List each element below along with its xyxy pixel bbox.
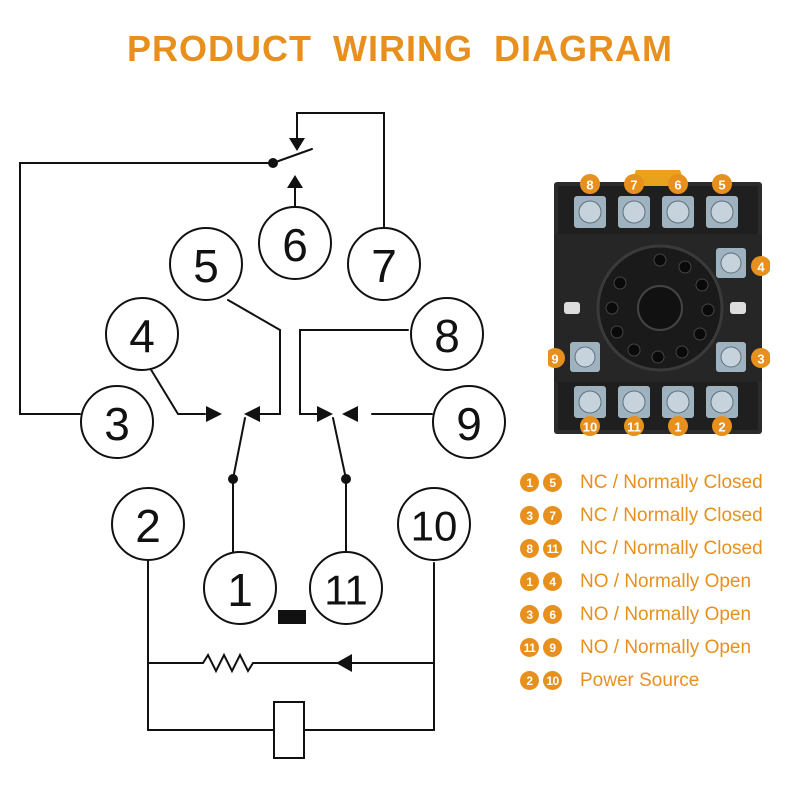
pin-circle-9	[432, 385, 506, 459]
pin-circle-11	[309, 551, 383, 625]
legend-text: NC / Normally Closed	[580, 471, 763, 493]
photo-label-bottom-0: 10	[583, 420, 597, 435]
legend-row: 1 4 NO / Normally Open	[520, 565, 800, 598]
legend-badge-a: 3	[520, 506, 539, 525]
pin-circle-8	[410, 297, 484, 371]
wire-7-to-top-contact	[296, 112, 385, 229]
legend-badge-a: 3	[520, 605, 539, 624]
legend-badge-b: 6	[543, 605, 562, 624]
photo-label-left: 9	[551, 352, 558, 367]
photo-label-bottom-1: 11	[627, 420, 641, 435]
photo-label-right-upper: 4	[757, 260, 765, 275]
legend-badge-b: 7	[543, 506, 562, 525]
pin-label-5: 5	[193, 240, 219, 292]
legend-row: 1 5 NC / Normally Closed	[520, 466, 800, 499]
legend-badge-b: 9	[543, 638, 562, 657]
pin-circle-1	[203, 551, 277, 625]
pin-label-10: 10	[411, 503, 458, 550]
legend-badge-b: 5	[543, 473, 562, 492]
legend-text: NO / Normally Open	[580, 570, 752, 592]
legend-badge-b: 10	[543, 671, 562, 690]
photo-label-bottom-2: 1	[674, 420, 681, 435]
pin-circle-2	[111, 487, 185, 561]
photo-label-right-lower: 3	[757, 352, 764, 367]
pin-circle-10	[397, 487, 471, 561]
pin-label-11: 11	[324, 567, 368, 614]
pin-label-7: 7	[371, 240, 397, 292]
polarity-marker	[278, 610, 306, 624]
right-arrow-from-8	[317, 406, 333, 422]
legend-badge-a: 2	[520, 671, 539, 690]
top-switch-blade	[272, 148, 313, 164]
coil-box	[273, 701, 305, 759]
wire-4-to-left-switch	[149, 367, 206, 415]
pin-circle-7	[347, 227, 421, 301]
left-switch-dot	[228, 474, 238, 484]
legend-row: 2 10 Power Source	[520, 664, 800, 697]
photo-label-bottom-3: 2	[718, 420, 725, 435]
relay-socket-image: 8 7 6 5 4 3 9 10 11 1 2	[548, 170, 770, 436]
legend-row: 3 6 NO / Normally Open	[520, 598, 800, 631]
pin-circle-3	[80, 385, 154, 459]
photo-label-top-2: 6	[674, 178, 681, 193]
page-title: PRODUCT WIRING DIAGRAM	[127, 28, 673, 69]
legend-text: NC / Normally Closed	[580, 537, 763, 559]
legend-text: Power Source	[580, 669, 700, 691]
power-arrow	[336, 654, 352, 672]
pin-label-1: 1	[227, 564, 253, 616]
right-switch-dot	[341, 474, 351, 484]
top-switch-arrow	[289, 138, 305, 151]
legend-badge-a: 1	[520, 572, 539, 591]
pin-label-3: 3	[104, 398, 130, 450]
legend-text: NO / Normally Open	[580, 603, 752, 625]
right-switch-blade	[332, 417, 347, 480]
legend-badge-b: 4	[543, 572, 562, 591]
pin-circle-4	[105, 297, 179, 371]
legend-text: NC / Normally Closed	[580, 504, 763, 526]
legend-text: NO / Normally Open	[580, 636, 752, 658]
wire-3-to-top-switch	[19, 162, 274, 415]
legend-row: 11 9 NO / Normally Open	[520, 631, 800, 664]
legend-row: 8 11 NC / Normally Closed	[520, 532, 800, 565]
wire-5-to-left-switch	[227, 299, 281, 415]
pin-circle-6	[258, 206, 332, 280]
pin-label-4: 4	[129, 310, 155, 362]
legend-badge-b: 11	[543, 539, 562, 558]
top-switch-dot	[268, 158, 278, 168]
pin-label-2: 2	[135, 500, 161, 552]
resistor-wire	[147, 652, 435, 674]
legend-badge-a: 11	[520, 638, 539, 657]
pin-circle-5	[169, 227, 243, 301]
pin-label-8: 8	[434, 310, 460, 362]
photo-label-top-3: 5	[718, 178, 725, 193]
left-switch-blade	[232, 417, 246, 480]
photo-label-top-1: 7	[630, 178, 637, 193]
photo-label-top-0: 8	[586, 178, 593, 193]
pin-legend: 1 5 NC / Normally Closed 3 7 NC / Normal…	[520, 466, 800, 697]
pin-label-6: 6	[282, 219, 308, 271]
legend-badge-a: 1	[520, 473, 539, 492]
legend-row: 3 7 NC / Normally Closed	[520, 499, 800, 532]
right-arrow-from-9	[342, 406, 358, 422]
left-arrow-from-4	[206, 406, 222, 422]
pin-label-9: 9	[456, 398, 482, 450]
pin6-arrow	[287, 175, 303, 188]
wire-8-to-right-switch	[299, 329, 409, 415]
legend-badge-a: 8	[520, 539, 539, 558]
left-arrow-from-5	[244, 406, 260, 422]
